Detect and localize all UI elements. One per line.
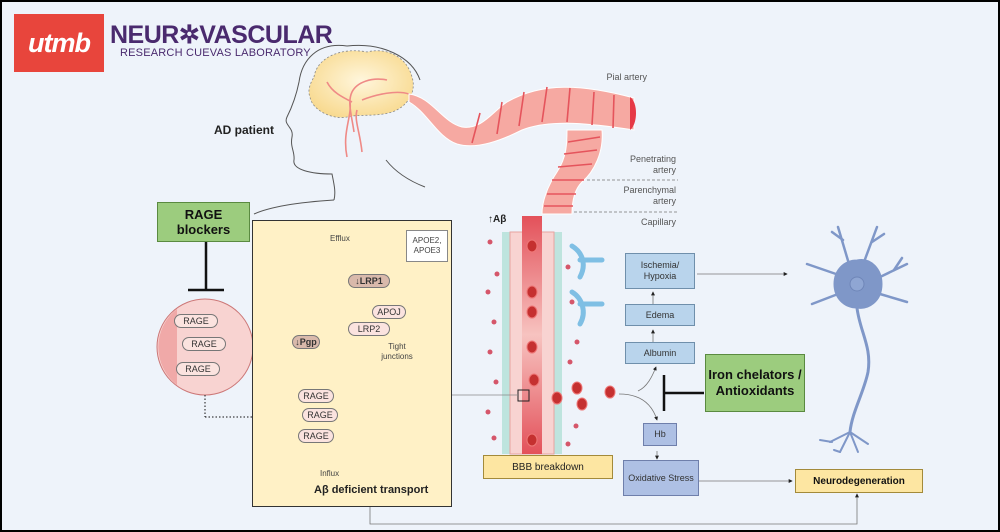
- lrp1-receptor: ↓LRP1: [348, 274, 390, 288]
- neuron-icon: [805, 225, 909, 453]
- iron-chelator-inhibition: [662, 375, 704, 411]
- neurodegeneration-box: Neurodegeneration: [795, 469, 923, 493]
- iron-chelators-box: Iron chelators / Antioxidants: [705, 354, 805, 412]
- rage-receptor: RAGE: [298, 389, 334, 403]
- rage-receptor: RAGE: [176, 362, 220, 376]
- efflux-label: Efflux: [330, 234, 350, 243]
- penetrating-artery-label: Penetrating artery: [629, 154, 676, 175]
- bbb-breakdown-box: BBB breakdown: [483, 455, 613, 479]
- edema-box: Edema: [625, 304, 695, 326]
- pial-artery-label: Pial artery: [606, 72, 647, 82]
- ischemia-box: Ischemia/ Hypoxia: [625, 253, 695, 289]
- oxidative-stress-box: Oxidative Stress: [623, 460, 699, 496]
- rage-receptor: RAGE: [302, 408, 338, 422]
- utmb-logo: utmb: [14, 14, 104, 72]
- capillary-label: Capillary: [640, 217, 676, 227]
- penetrating-artery: [541, 129, 603, 215]
- hb-box: Hb: [643, 423, 677, 446]
- apoj-label: APOJ: [372, 305, 406, 319]
- rage-receptor: RAGE: [298, 429, 334, 443]
- albumin-box: Albumin: [625, 342, 695, 364]
- influx-label: Influx: [320, 469, 340, 478]
- transport-panel-title: Aβ deficient transport: [314, 484, 429, 496]
- pial-artery: [408, 86, 636, 147]
- pgp-transporter: ↓Pgp: [292, 335, 320, 349]
- artery-segment-separators: [574, 179, 678, 213]
- tight-junctions-label: Tight junctions: [381, 342, 413, 361]
- utmb-logo-text: utmb: [28, 27, 91, 58]
- parenchymal-artery-label: Parenchymal artery: [623, 185, 676, 206]
- capillary-bbb: [485, 216, 616, 455]
- abeta-increase-label: ↑Aβ: [488, 214, 507, 225]
- brain-icon: [308, 50, 414, 158]
- rage-blockers-box: RAGE blockers: [157, 202, 250, 242]
- head-silhouette: [253, 44, 426, 215]
- apoe-box: APOE2, APOE3: [406, 230, 448, 262]
- rage-blocker-inhibition: [188, 242, 224, 292]
- lab-logo-title: NEUR✲VASCULAR: [110, 21, 333, 49]
- lrp2-receptor: LRP2: [348, 322, 390, 336]
- rage-receptor: RAGE: [182, 337, 226, 351]
- patient-label: AD patient: [214, 123, 274, 137]
- lab-logo-subtitle: RESEARCH CUEVAS LABORATORY: [120, 47, 311, 59]
- abeta-dots: [485, 239, 580, 447]
- transport-panel: [252, 220, 452, 507]
- rage-receptor: RAGE: [174, 314, 218, 328]
